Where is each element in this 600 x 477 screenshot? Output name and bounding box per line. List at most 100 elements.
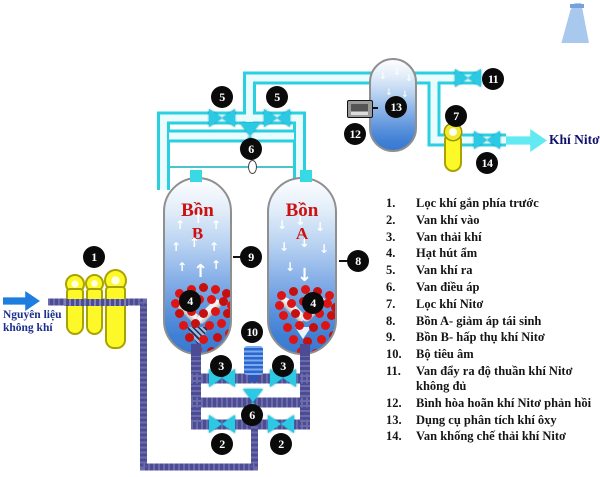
- flow-down-arrow: ↓: [277, 218, 288, 232]
- legend-item-text: Van thải khí: [416, 229, 482, 244]
- feed-pipe-texture: [48, 298, 258, 471]
- flow-down-arrow: ↓: [285, 260, 296, 274]
- outlet-arrowhead: [295, 327, 311, 339]
- nitrogen-filter-cylinder: [444, 136, 462, 172]
- badge-9: 9: [240, 246, 262, 268]
- badge-6-bottom: 6: [241, 404, 263, 426]
- flow-up-arrow: ↑: [209, 240, 220, 254]
- droplet: ↓: [379, 72, 387, 82]
- legend-item-number: 11.: [386, 363, 401, 378]
- inlet-label-line2: không khí: [3, 322, 53, 334]
- legend-item-text: Bồn B- hấp thụ khí Nitơ: [416, 330, 545, 345]
- flow-down-arrow: ↓: [299, 236, 310, 251]
- droplet: ↓: [401, 90, 409, 100]
- legend-item-text: Bộ tiêu âm: [416, 347, 474, 362]
- tank-a-name: Bồn: [285, 200, 319, 221]
- valve-inlet-a: [268, 415, 294, 433]
- badge-5-left: 5: [211, 86, 233, 108]
- legend-item: 11.Van đẩy ra độ thuần khí Nitơ không đủ: [386, 364, 600, 394]
- orifice-ellipse: [248, 160, 257, 174]
- tank-b-top-stub: [190, 170, 202, 182]
- flow-up-arrow: ↑: [193, 212, 204, 227]
- legend-item: 1. Lọc khí gắn phía trước: [386, 196, 600, 211]
- legend-item-text: Dụng cụ phân tích khí ôxy: [416, 412, 557, 427]
- legend-item-number: 2.: [386, 212, 396, 227]
- legend-item: 6. Van điều áp: [386, 280, 600, 295]
- flow-down-arrow: ↓: [315, 220, 326, 234]
- legend-item-number: 4.: [386, 246, 396, 261]
- cyan-pipes: [157, 71, 506, 190]
- badge-10: 10: [241, 321, 263, 343]
- legend-item-text: Van khí ra: [416, 263, 473, 278]
- cyan-pipe-core: [160, 74, 506, 190]
- flow-up-arrow: ↑: [175, 218, 186, 232]
- droplet: ↓: [393, 68, 401, 78]
- legend-item-number: 6.: [386, 279, 396, 294]
- valve-inlet-b: [209, 415, 235, 433]
- legend-item-text: Lọc khí gắn phía trước: [416, 196, 539, 210]
- leader-line-8: [339, 260, 349, 262]
- valve-outlet-a: [264, 109, 290, 127]
- legend-item: 4. Hạt hút ẩm: [386, 246, 600, 261]
- buffer-tank: ↓ ↓ ↓ ↓ ↓: [369, 58, 417, 152]
- tank-a: Bồn A ↓ ↓ ↓ ↓ ↓ ↓ ↓ ↓: [267, 177, 337, 355]
- analyzer-screen: [351, 104, 368, 111]
- tank-b-name: Bồn: [181, 200, 214, 221]
- badge-5-right: 5: [266, 86, 288, 108]
- badge-13: 13: [385, 96, 407, 118]
- analyzer-display-bar: [351, 112, 368, 115]
- legend-item-text: Lọc khí Nitơ: [416, 296, 484, 311]
- tank-a-letter: A: [295, 224, 309, 243]
- flow-up-arrow: ↑: [171, 240, 182, 254]
- badge-3-left: 3: [210, 355, 232, 377]
- leader-line-9: [233, 256, 242, 258]
- badge-4-right: 4: [302, 292, 324, 314]
- droplet: ↓: [405, 74, 413, 84]
- tank-b: Bồn B ↑ ↑ ↑ ↑ ↑ ↑ ↑ ↑ ↑: [163, 177, 232, 355]
- tank-a-bottom-stub: [300, 344, 310, 356]
- valve-outlet-b: [209, 109, 235, 127]
- legend: 1.Lọc khí gắn phía trước 2.Van khí vào 3…: [386, 196, 600, 446]
- badge-6-top: 6: [240, 138, 262, 160]
- legend-item-number: 13.: [386, 412, 402, 427]
- tank-b-letter: B: [191, 224, 204, 243]
- badge-1: 1: [83, 246, 105, 268]
- flow-down-arrow: ↓: [279, 240, 290, 254]
- legend-item: 10. Bộ tiêu âm: [386, 347, 600, 362]
- flow-down-arrow-large: ↓: [297, 265, 313, 286]
- flow-up-arrow: ↑: [189, 236, 200, 251]
- flow-up-arrow: ↑: [177, 260, 188, 274]
- legend-item: 2. Van khí vào: [386, 213, 600, 228]
- oxygen-analyzer: [347, 100, 373, 118]
- mesh-screen: [187, 327, 209, 345]
- badge-3-right: 3: [272, 355, 294, 377]
- legend-item-number: 10.: [386, 347, 402, 362]
- flow-up-arrow-large: ↑: [193, 261, 209, 282]
- flow-up-arrow: ↑: [211, 218, 222, 232]
- legend-item-number: 12.: [386, 395, 402, 410]
- inlet-filter-cylinder: [105, 286, 126, 349]
- legend-item-number: 14.: [386, 429, 402, 444]
- legend-item-text: Hạt hút ẩm: [416, 246, 478, 261]
- feed-pipe-over-filters: [64, 299, 128, 306]
- badge-14: 14: [476, 152, 498, 174]
- legend-item-number: 1.: [386, 196, 396, 210]
- desiccant-beads: [175, 289, 184, 298]
- watermark-logo-mark: [570, 4, 584, 8]
- legend-item-text: Van điều áp: [416, 279, 480, 294]
- muffler-stem: [249, 373, 258, 382]
- flow-down-arrow: ↓: [319, 242, 330, 256]
- legend-item-number: 9.: [386, 330, 396, 345]
- legend-item: 13. Dụng cụ phân tích khí ôxy: [386, 413, 600, 428]
- legend-item-text: Van khí vào: [416, 212, 480, 227]
- legend-item-number: 7.: [386, 296, 396, 311]
- badge-8: 8: [347, 250, 369, 272]
- badge-4-left: 4: [179, 290, 201, 312]
- inlet-label-line1: Nguyên liệu: [3, 309, 62, 321]
- muffler: [244, 346, 263, 375]
- legend-item: 12.Bình hòa hoãn khí Nitơ phản hồi: [386, 396, 600, 411]
- flow-down-arrow: ↓: [295, 214, 306, 229]
- legend-item: 7. Lọc khí Nitơ: [386, 297, 600, 312]
- analyzer-connector: [372, 107, 378, 109]
